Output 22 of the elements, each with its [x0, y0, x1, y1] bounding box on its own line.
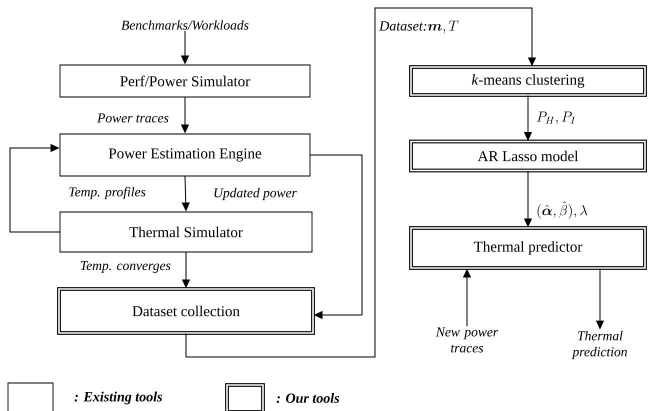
edge-label: $\textit{Dataset:}\boldsymbol{m}, T$ — [378, 20, 460, 34]
process-box: Dataset collection — [57, 287, 315, 335]
arrow — [10, 144, 60, 232]
process-box: k-means clustering — [409, 65, 647, 97]
legend-text: : Our tools — [276, 393, 340, 403]
arrow — [310, 154, 362, 320]
edge-label: $P_H, P_I$ — [535, 110, 577, 126]
process-box: AR Lasso model — [409, 140, 647, 172]
process-box: Thermal Simulator — [60, 212, 312, 252]
process-box: Perf/Power Simulator — [60, 64, 310, 98]
edge-label: Temp. profiles — [67, 186, 147, 200]
input-text: New power traces — [436, 328, 498, 352]
edge-label: Updated power — [212, 186, 298, 202]
input-text: Thermal prediction — [572, 330, 627, 360]
edge-label: Power traces — [96, 112, 170, 124]
edge-label: Temp. converges — [78, 260, 172, 274]
arrow — [186, 8, 536, 358]
edge-label: $(\hat{\boldsymbol{\alpha}}, \hat{\beta}), \lambda$ — [535, 200, 589, 220]
input-text: Benchmarks/Workloads — [121, 20, 248, 30]
process-box: Thermal predictor — [409, 226, 647, 270]
legend-text: : Existing tools — [74, 392, 162, 404]
process-box: Power Estimation Engine — [60, 134, 310, 176]
